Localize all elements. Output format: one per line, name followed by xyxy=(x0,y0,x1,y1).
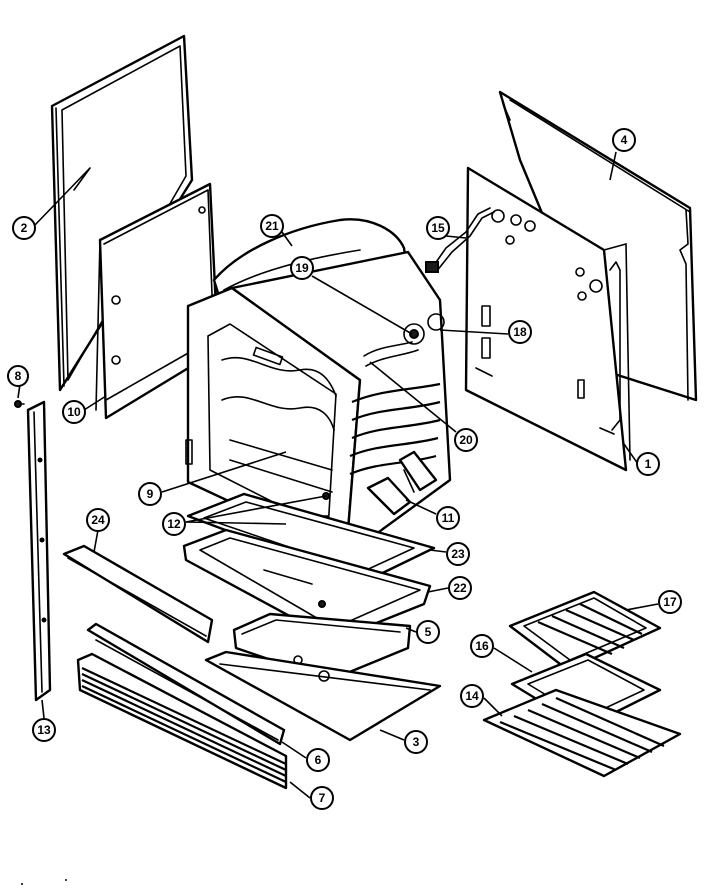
part-oven-rack xyxy=(482,688,682,778)
callout-c4: 4 xyxy=(612,128,636,152)
part-broiler-grid xyxy=(508,590,662,672)
callout-c19: 19 xyxy=(290,256,314,280)
callout-c7: 7 xyxy=(310,786,334,810)
callout-c3: 3 xyxy=(404,730,428,754)
callout-c10: 10 xyxy=(62,400,86,424)
part-broiler-drawer-tray xyxy=(204,650,442,742)
callout-c2: 2 xyxy=(12,216,36,240)
callout-label: 14 xyxy=(465,689,479,703)
leader-lines xyxy=(17,151,659,799)
callout-label: 12 xyxy=(167,517,181,531)
callout-c1: 1 xyxy=(636,452,660,476)
part-door-hinge xyxy=(366,450,438,516)
callout-label: 2 xyxy=(21,221,28,235)
callout-label: 24 xyxy=(91,513,105,527)
part-kick-panel-plate xyxy=(86,622,286,746)
part-kick-panel-grille xyxy=(76,652,288,790)
callout-c23: 23 xyxy=(446,542,470,566)
callout-label: 6 xyxy=(315,753,322,767)
callout-c6: 6 xyxy=(306,748,330,772)
callout-c24: 24 xyxy=(86,508,110,532)
callout-label: 9 xyxy=(147,487,154,501)
callout-label: 18 xyxy=(513,325,527,339)
part-broiler-drawer-bracket xyxy=(232,612,412,682)
part-front-bottom-trim xyxy=(62,544,214,644)
part-side-panel xyxy=(464,166,631,472)
callout-c13: 13 xyxy=(32,718,56,742)
part-screw xyxy=(14,400,25,408)
callout-label: 20 xyxy=(459,433,473,447)
callout-label: 11 xyxy=(442,511,455,525)
callout-label: 4 xyxy=(621,133,628,147)
callout-c20: 20 xyxy=(454,428,478,452)
callout-label: 16 xyxy=(475,639,489,653)
callout-label: 7 xyxy=(319,791,326,805)
scan-specks xyxy=(21,879,67,885)
callout-c14: 14 xyxy=(460,684,484,708)
callout-label: 5 xyxy=(425,625,432,639)
callout-label: 8 xyxy=(15,369,22,383)
callout-c11: 11 xyxy=(436,506,460,530)
part-bottom-panel xyxy=(182,528,432,642)
callout-c22: 22 xyxy=(448,576,472,600)
callout-label: 23 xyxy=(451,547,465,561)
callout-c5: 5 xyxy=(416,620,440,644)
callout-c17: 17 xyxy=(658,590,682,614)
callout-label: 17 xyxy=(663,595,677,609)
callout-label: 1 xyxy=(645,457,652,471)
callout-label: 19 xyxy=(295,261,309,275)
callout-c15: 15 xyxy=(426,216,450,240)
callout-label: 15 xyxy=(431,221,445,235)
part-oven-cavity xyxy=(185,250,452,558)
callout-c16: 16 xyxy=(470,634,494,658)
callout-label: 22 xyxy=(453,581,467,595)
callout-label: 21 xyxy=(265,219,279,233)
callout-c9: 9 xyxy=(138,482,162,506)
callout-c21: 21 xyxy=(260,214,284,238)
part-wire-harness xyxy=(425,207,495,273)
callout-label: 13 xyxy=(37,723,51,737)
callout-c12: 12 xyxy=(162,512,186,536)
callout-label: 10 xyxy=(67,405,81,419)
part-burner-hardware xyxy=(363,313,445,367)
callout-label: 3 xyxy=(413,735,420,749)
callout-c18: 18 xyxy=(508,320,532,344)
callout-c8: 8 xyxy=(7,365,29,387)
part-door-panel xyxy=(50,34,194,392)
part-side-trim-strip xyxy=(26,400,52,702)
